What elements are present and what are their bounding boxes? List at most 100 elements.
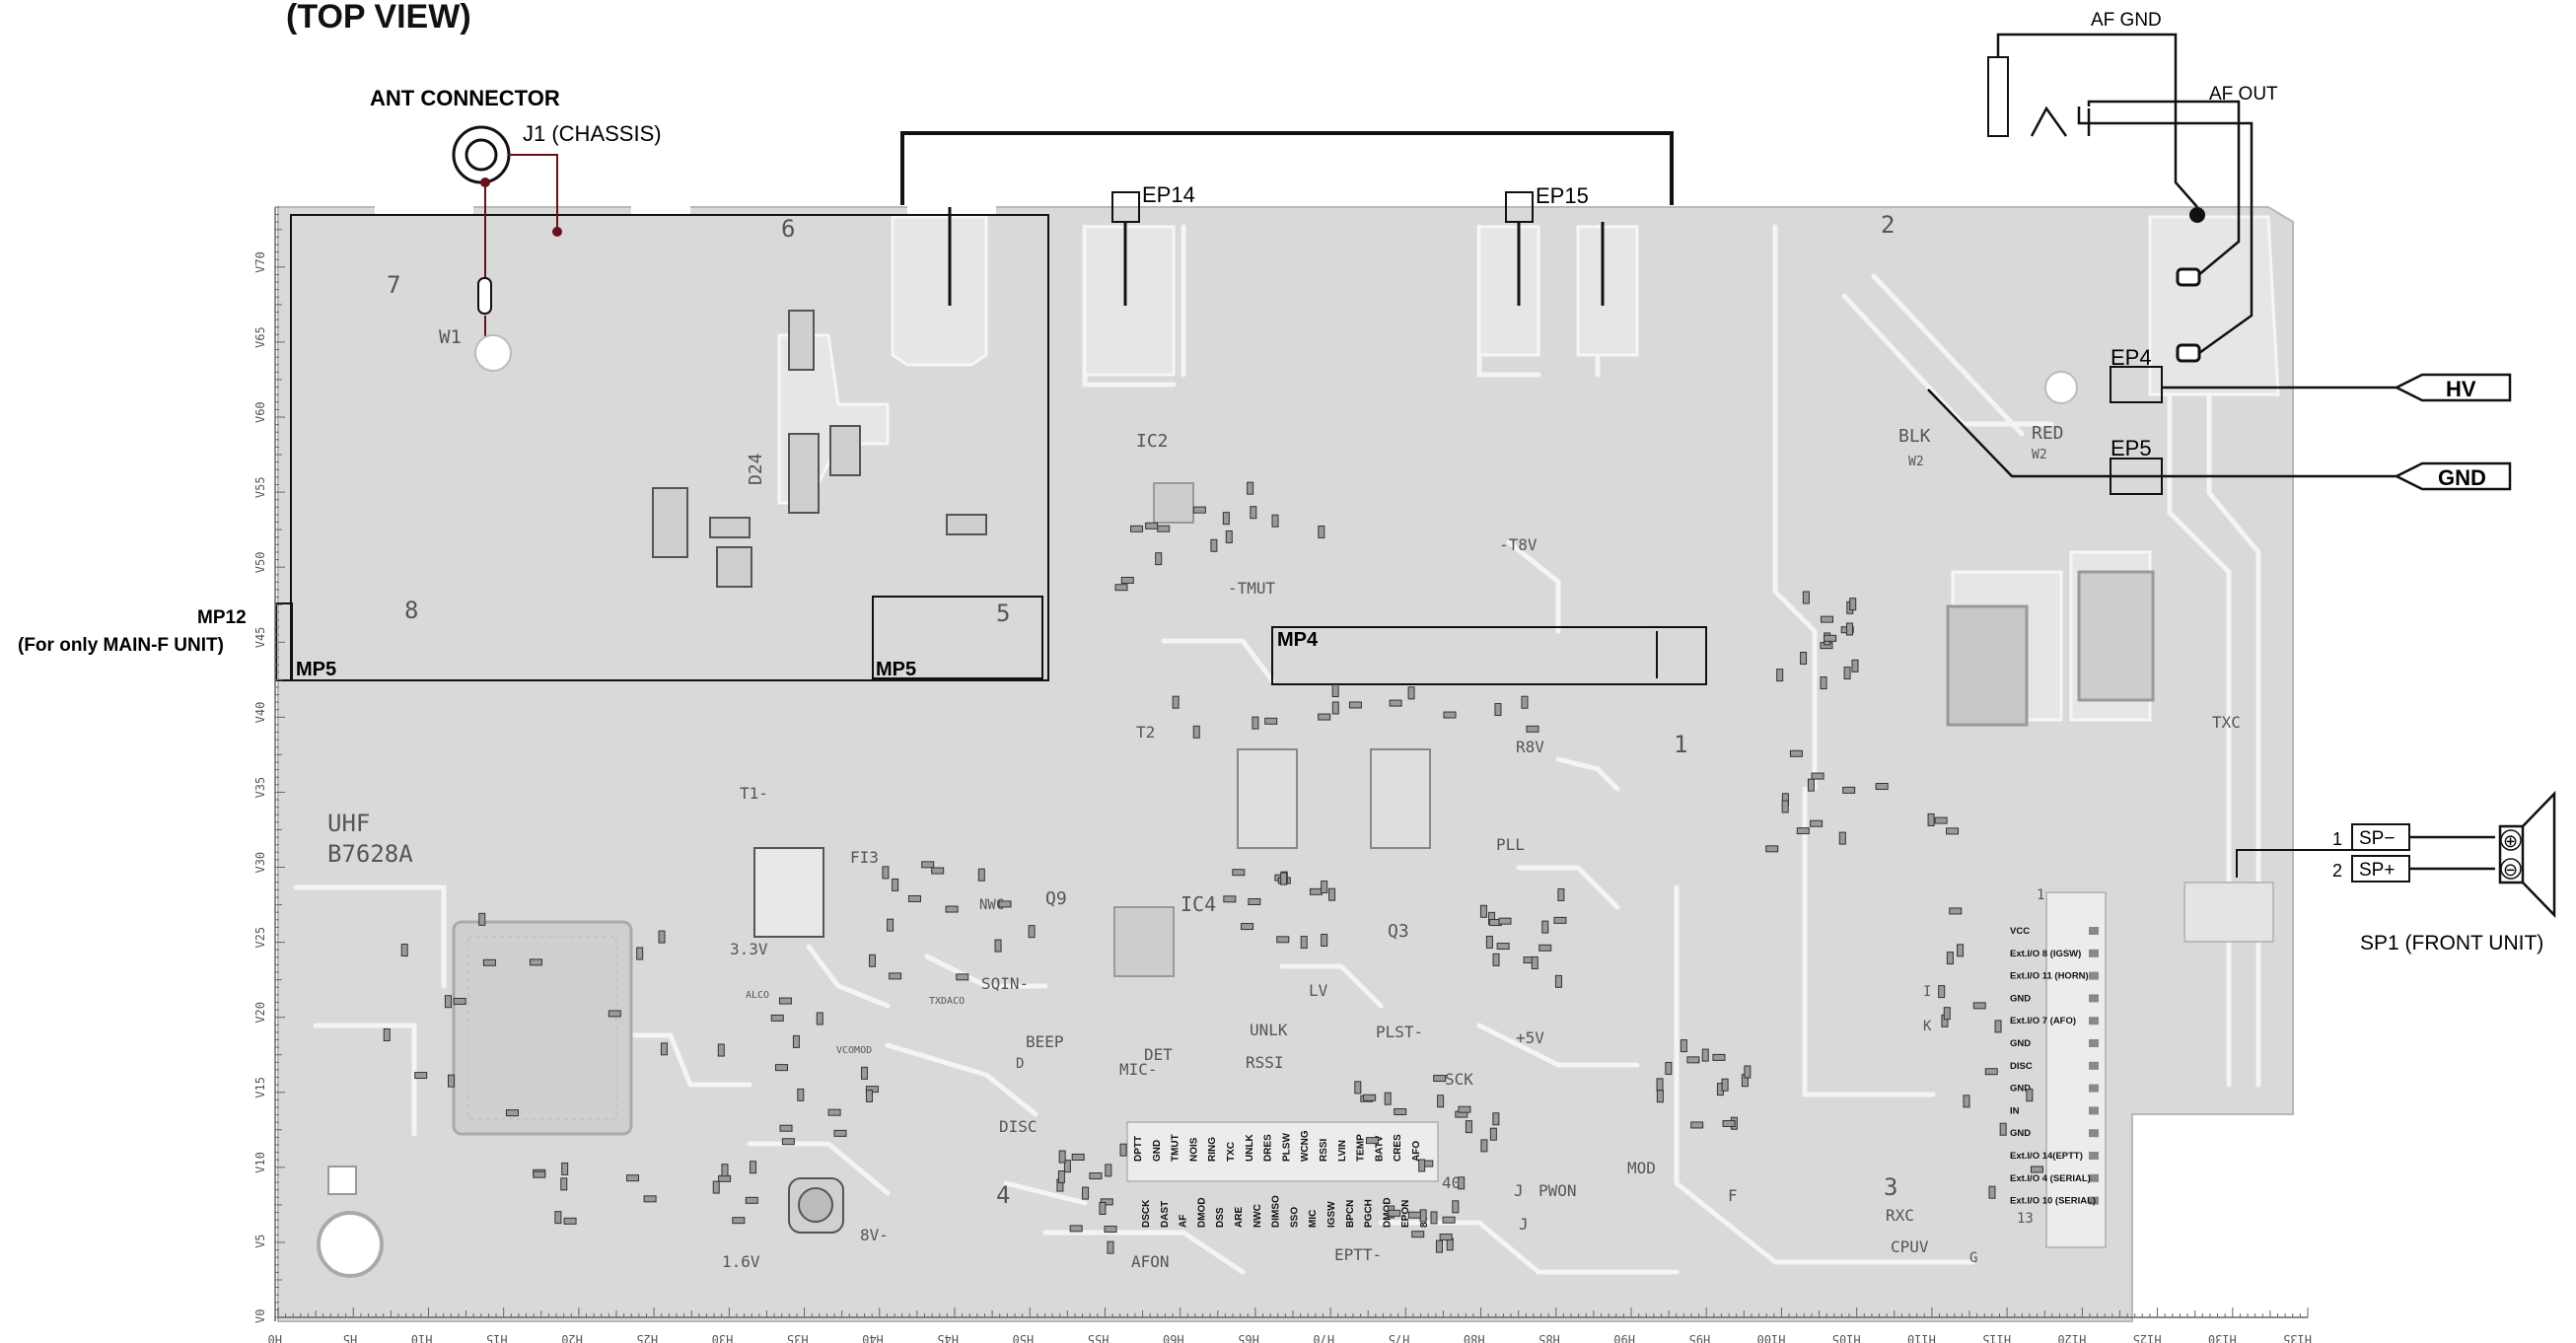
axis-bottom-label: H35 (787, 1332, 809, 1343)
smd-component (1480, 1139, 1488, 1153)
q9-label: Q9 (1045, 888, 1067, 909)
smd-component (732, 1217, 746, 1225)
af-gnd-wire (1996, 33, 2198, 208)
nwc-label: NWC (979, 897, 1004, 913)
smd-component (1321, 880, 1328, 893)
speaker-icon (2498, 790, 2556, 919)
filter-fi3 (753, 847, 824, 938)
axis-bottom-label: H105 (1832, 1332, 1861, 1343)
connector-pin-label: GND (2010, 1038, 2031, 1049)
fi3-label: FI3 (850, 848, 879, 867)
sp-minus-label: SP− (2359, 828, 2395, 849)
smd-component (1498, 917, 1512, 925)
smd-component (1058, 1150, 1066, 1164)
sp1-label: SP1 (FRONT UNIT) (2360, 932, 2543, 954)
smd-component (1458, 1176, 1466, 1190)
area-number-8: 8 (404, 597, 418, 624)
uhf-label: UHF (327, 810, 370, 837)
smd-component (1557, 887, 1565, 901)
axis-left-label: V10 (253, 1152, 267, 1173)
smd-component (1946, 952, 1954, 965)
w1-label: W1 (439, 326, 462, 348)
ic-ic1002 (2077, 570, 2155, 702)
smd-component (994, 939, 1002, 953)
smd-component (1526, 725, 1539, 733)
ep15-label: EP15 (1536, 183, 1589, 208)
smd-component (1927, 813, 1935, 826)
axis-bottom-label: H45 (937, 1332, 959, 1343)
txdaco-label: TXDACO (929, 996, 965, 1007)
rf-components (652, 310, 987, 588)
smd-component (1999, 1122, 2007, 1136)
sqin-label: SQIN- (981, 974, 1029, 993)
smd-component (1957, 944, 1965, 957)
smd-component (1541, 920, 1549, 934)
smd-component (1849, 598, 1857, 611)
alco-label: ALCO (746, 990, 769, 1001)
ep4-pad (2110, 366, 2163, 403)
ic-pin-label: MIC (1308, 1210, 1319, 1228)
smd-component (1458, 1105, 1471, 1113)
smd-component (1838, 831, 1846, 845)
smd-component (1433, 1075, 1447, 1083)
smd-component (1407, 1211, 1421, 1219)
axis-bottom-label: H100 (1757, 1332, 1786, 1343)
smd-component (1851, 659, 1859, 672)
smd-component (1105, 1164, 1112, 1177)
axis-bottom-label: H80 (1464, 1332, 1485, 1343)
smd-component (1521, 695, 1529, 709)
af-wire-3 (2077, 106, 2254, 355)
smd-component (1328, 887, 1336, 901)
smd-component (1276, 936, 1290, 944)
sp-plus-box (2351, 855, 2410, 883)
smd-component (1089, 1172, 1103, 1180)
axis-left-label: V15 (253, 1077, 267, 1098)
smd-component (1439, 1234, 1453, 1241)
smd-component (1820, 676, 1827, 690)
axis-bottom-label: H40 (862, 1332, 884, 1343)
gnd-tag (2394, 461, 2512, 491)
ic-pin-label: IGSW (1326, 1201, 1337, 1228)
connector-pin-label: Ext.I/O 4 (SERIAL) (2010, 1173, 2091, 1184)
mod-label: MOD (1627, 1159, 1656, 1177)
smd-component (1934, 816, 1948, 824)
connector-pin-pad (2089, 1106, 2099, 1115)
smd-component (945, 905, 959, 913)
smd-component (1802, 591, 1810, 604)
smd-component (1252, 716, 1259, 730)
smd-component (1686, 1056, 1700, 1064)
af-out-label: AF OUT (2209, 84, 2278, 105)
smd-component (745, 1196, 758, 1204)
k-label: K (1923, 1019, 1932, 1034)
ic-pin-label: DMOD (1382, 1197, 1393, 1228)
ic-pin-label: GND (1152, 1140, 1163, 1162)
v8-label: 8V- (860, 1226, 889, 1244)
smd-component (775, 1064, 789, 1072)
axis-bottom-label: H115 (1982, 1332, 2011, 1343)
pin40-label: 40 (1442, 1173, 1461, 1192)
smd-component (1192, 506, 1206, 514)
axis-bottom-label: H60 (1163, 1332, 1184, 1343)
d24-label: D24 (746, 453, 766, 485)
axis-left-label: V40 (253, 702, 267, 724)
smd-component (833, 1129, 847, 1137)
smd-component (1443, 711, 1457, 719)
smd-component (712, 1180, 720, 1194)
connector-pin-label: Ext.I/O 7 (AFO) (2010, 1016, 2076, 1026)
axis-left-label: V70 (253, 251, 267, 273)
smd-component (781, 1138, 795, 1146)
smd-component (865, 1089, 873, 1102)
smd-component (977, 868, 985, 882)
smd-component (1280, 872, 1288, 885)
smd-component (1232, 869, 1246, 877)
af-jack-body (1987, 56, 2009, 137)
axis-bottom-label: H120 (2057, 1332, 2086, 1343)
eptt-label: EPTT- (1334, 1245, 1382, 1264)
smd-component (778, 997, 792, 1005)
axis-bottom-label: H75 (1389, 1332, 1410, 1343)
smd-component (1223, 895, 1237, 903)
axis-bottom-label: H0 (268, 1332, 282, 1343)
hv-label: HV (2446, 377, 2476, 401)
smd-component (1071, 1153, 1085, 1161)
ep4-label: EP4 (2111, 345, 2152, 370)
